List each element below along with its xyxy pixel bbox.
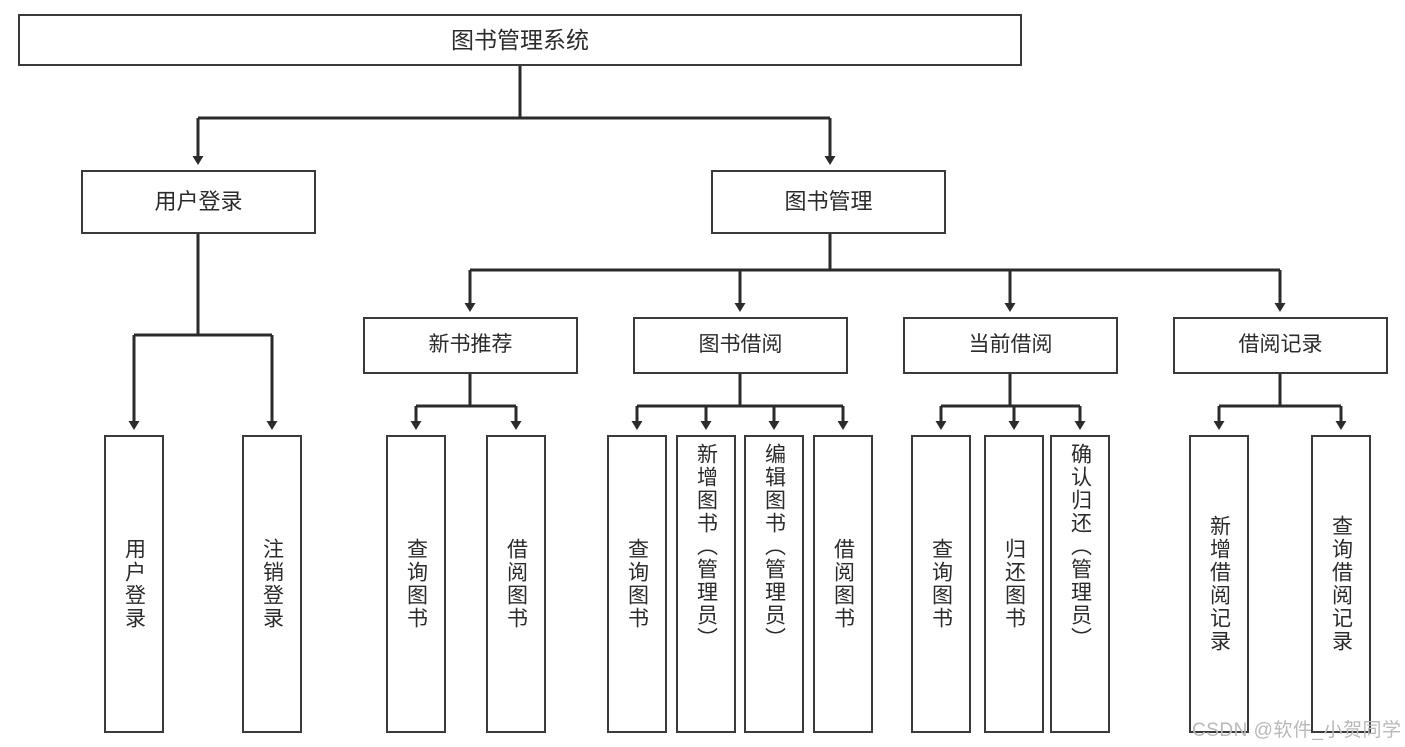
node-leaf-add-book-label: 新增图书（管理员）: [694, 443, 718, 650]
node-book-borrow[interactable]: 图书借阅: [633, 317, 848, 374]
node-leaf-add-record[interactable]: 新增借阅记录: [1189, 435, 1249, 733]
node-leaf-edit-book-label: 编辑图书（管理员）: [762, 443, 786, 650]
node-leaf-confirm-return-label: 确认归还（管理员）: [1068, 443, 1092, 650]
node-leaf-query-book-borrow-label: 查询图书: [625, 538, 649, 630]
node-leaf-query-book-current-label: 查询图书: [929, 538, 953, 630]
node-leaf-add-book[interactable]: 新增图书（管理员）: [676, 435, 736, 733]
node-leaf-user-logout-label: 注销登录: [260, 538, 284, 630]
node-leaf-return-book[interactable]: 归还图书: [984, 435, 1044, 733]
node-leaf-borrow-book-label: 借阅图书: [831, 538, 855, 630]
node-leaf-query-book-rec-label: 查询图书: [404, 538, 428, 630]
node-borrow-record[interactable]: 借阅记录: [1173, 317, 1388, 374]
node-leaf-return-book-label: 归还图书: [1002, 538, 1026, 630]
node-leaf-borrow-book-rec[interactable]: 借阅图书: [486, 435, 546, 733]
node-leaf-query-record-label: 查询借阅记录: [1329, 515, 1353, 653]
node-leaf-user-login-label: 用户登录: [122, 538, 146, 630]
node-book-manage-label: 图书管理: [784, 189, 873, 215]
node-book-manage[interactable]: 图书管理: [711, 170, 946, 234]
node-leaf-add-record-label: 新增借阅记录: [1207, 515, 1231, 653]
node-book-borrow-label: 图书借阅: [698, 333, 783, 357]
node-leaf-query-book-borrow[interactable]: 查询图书: [607, 435, 667, 733]
node-user-login-label: 用户登录: [154, 189, 243, 215]
node-leaf-query-book-current[interactable]: 查询图书: [911, 435, 971, 733]
node-leaf-borrow-book[interactable]: 借阅图书: [813, 435, 873, 733]
node-leaf-edit-book[interactable]: 编辑图书（管理员）: [744, 435, 804, 733]
node-leaf-borrow-book-rec-label: 借阅图书: [504, 538, 528, 630]
watermark: CSDN @软件_小贺同学: [1192, 720, 1402, 741]
node-new-book-recommend[interactable]: 新书推荐: [363, 317, 578, 374]
node-root[interactable]: 图书管理系统: [18, 14, 1022, 66]
node-new-book-recommend-label: 新书推荐: [428, 333, 513, 357]
node-user-login[interactable]: 用户登录: [81, 170, 316, 234]
node-root-label: 图书管理系统: [451, 26, 589, 53]
node-leaf-query-book-rec[interactable]: 查询图书: [386, 435, 446, 733]
node-leaf-user-logout[interactable]: 注销登录: [242, 435, 302, 733]
node-current-borrow-label: 当前借阅: [968, 333, 1053, 357]
node-current-borrow[interactable]: 当前借阅: [903, 317, 1118, 374]
node-borrow-record-label: 借阅记录: [1238, 333, 1323, 357]
node-leaf-confirm-return[interactable]: 确认归还（管理员）: [1050, 435, 1110, 733]
node-leaf-user-login[interactable]: 用户登录: [104, 435, 164, 733]
node-leaf-query-record[interactable]: 查询借阅记录: [1311, 435, 1371, 733]
